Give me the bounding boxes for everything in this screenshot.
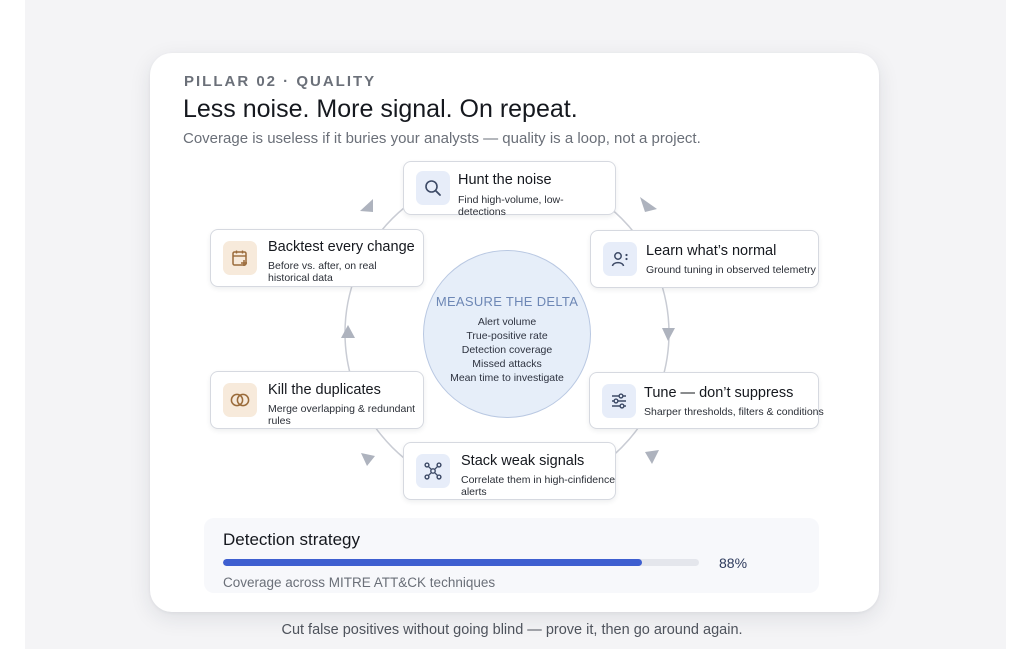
cycle-arrow [360, 199, 373, 212]
measure-hub: MEASURE THE DELTA Alert volume True-posi… [423, 250, 591, 418]
calendar-icon [223, 241, 257, 275]
step-tune-dont-suppress: Tune — don’t suppress Sharper thresholds… [589, 372, 824, 429]
overlap-icon [223, 383, 257, 417]
strategy-caption: Coverage across MITRE ATT&CK techniques [223, 575, 496, 590]
step-desc: Sharper thresholds, filters & conditions [644, 406, 824, 418]
cycle-arrow [662, 328, 675, 341]
detection-strategy-panel: Detection strategy 88% Coverage across M… [204, 518, 819, 593]
cycle-arrow [640, 197, 657, 212]
hub-title: MEASURE THE DELTA [435, 294, 579, 309]
step-desc: Find high-volume, low- detections [458, 194, 564, 218]
footer-tagline: Cut false positives without going blind … [281, 622, 743, 638]
page-subtitle: Coverage is useless if it buries your an… [183, 130, 701, 147]
hub-metric: Detection coverage [461, 344, 553, 356]
step-title: Stack weak signals [461, 453, 585, 469]
step-stack-weak-signals: Stack weak signals Correlate them in hig… [403, 442, 616, 500]
step-hunt-the-noise: Hunt the noise Find high-volume, low- de… [403, 161, 616, 218]
page-title: Less noise. More signal. On repeat. [183, 95, 578, 123]
pillar-eyebrow: PILLAR 02 · QUALITY [184, 73, 377, 90]
step-title: Learn what’s normal [646, 243, 777, 259]
step-desc: Merge overlapping & redundant rules [268, 403, 416, 427]
step-title: Kill the duplicates [268, 382, 381, 398]
hub-metric: Alert volume [477, 316, 537, 328]
network-icon [416, 454, 450, 488]
step-title: Tune — don’t suppress [644, 385, 794, 401]
strategy-title: Detection strategy [223, 530, 361, 549]
step-title: Backtest every change [268, 239, 415, 255]
step-desc: Correlate them in high-cinfidence alerts [461, 474, 616, 498]
user-insight-icon [603, 242, 637, 276]
search-icon [416, 171, 450, 205]
sliders-icon [602, 383, 636, 418]
cycle-arrow [645, 450, 659, 464]
hub-metric: Mean time to investigate [450, 372, 564, 384]
step-desc: Before vs. after, on real historical dat… [268, 260, 377, 284]
step-kill-the-duplicates: Kill the duplicates Merge overlapping & … [210, 371, 424, 429]
hub-metric: True-positive rate [466, 330, 548, 342]
coverage-percent: 88% [719, 555, 748, 571]
cycle-arrow [341, 325, 355, 338]
step-title: Hunt the noise [458, 172, 552, 188]
step-learn-whats-normal: Learn what’s normal Ground tuning in obs… [590, 230, 819, 288]
coverage-progress-fill [223, 559, 642, 566]
step-backtest-every-change: Backtest every change Before vs. after, … [210, 229, 424, 287]
cycle-arrow [361, 453, 375, 466]
hub-metric: Missed attacks [472, 358, 542, 370]
step-desc: Ground tuning in observed telemetry [646, 264, 816, 276]
coverage-progress-bar [223, 559, 699, 566]
